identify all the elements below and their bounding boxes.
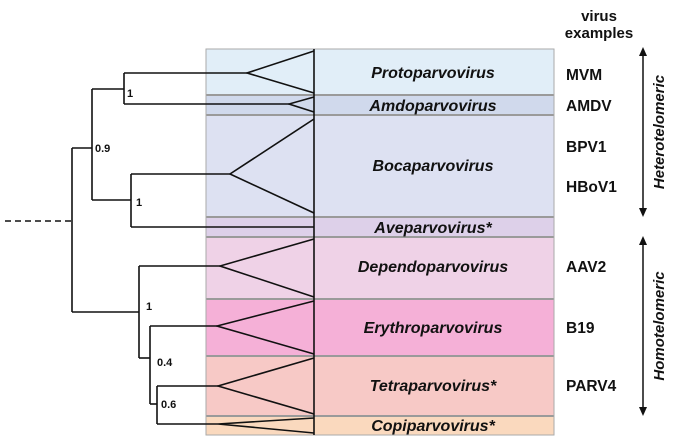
band-tetraparvovirus	[206, 356, 554, 416]
clade-bands	[206, 49, 554, 435]
heterotelomeric-label: Heterotelomeric	[651, 74, 668, 189]
genus-label-dependoparvovirus: Dependoparvovirus	[358, 259, 508, 276]
genus-label-protoparvovirus: Protoparvovirus	[371, 65, 495, 82]
band-bocaparvovirus	[206, 115, 554, 217]
header-line-2: examples	[565, 25, 633, 42]
homotelomeric-label: Homotelomeric	[651, 271, 668, 381]
support-value: 0.9	[95, 143, 110, 155]
support-value: 0.6	[161, 399, 176, 411]
genus-label-bocaparvovirus: Bocaparvovirus	[373, 158, 494, 175]
band-separators	[206, 94, 554, 417]
band-amdoparvovirus	[206, 95, 554, 115]
virus-label-amdv: AMDV	[566, 98, 612, 115]
virus-label-mvm: MVM	[566, 67, 602, 84]
genus-label-copiparvovirus: Copiparvovirus*	[371, 418, 495, 435]
group-arrows	[639, 47, 647, 416]
support-value: 0.4	[157, 357, 173, 369]
support-value: 1	[136, 197, 142, 209]
band-aveparvovirus	[206, 217, 554, 237]
genus-label-aveparvovirus: Aveparvovirus*	[373, 220, 492, 237]
genus-label-amdoparvovirus: Amdoparvovirus	[368, 98, 496, 115]
genus-labels: Protoparvovirus Amdoparvovirus Bocaparvo…	[358, 65, 508, 435]
header-line-1: virus	[581, 8, 617, 25]
virus-examples-header: virus examples	[565, 8, 633, 42]
bands-outline	[205, 48, 555, 436]
band-erythroparvovirus	[206, 299, 554, 356]
band-protoparvovirus	[206, 49, 554, 95]
support-values: 1 0.9 1 1 0.4 0.6	[95, 88, 176, 411]
tree-branches	[5, 72, 314, 425]
virus-label-b19: B19	[566, 320, 595, 337]
virus-label-hbov1: HBoV1	[566, 179, 617, 196]
band-dependoparvovirus	[206, 237, 554, 299]
virus-labels: MVM AMDV BPV1 HBoV1 AAV2 B19 PARV4	[566, 67, 617, 395]
virus-label-aav2: AAV2	[566, 259, 606, 276]
support-value: 1	[127, 88, 133, 100]
genus-label-tetraparvovirus: Tetraparvovirus*	[370, 378, 497, 395]
genus-label-erythroparvovirus: Erythroparvovirus	[364, 320, 503, 337]
support-value: 1	[146, 301, 152, 313]
virus-label-bpv1: BPV1	[566, 139, 607, 156]
virus-label-parv4: PARV4	[566, 378, 617, 395]
